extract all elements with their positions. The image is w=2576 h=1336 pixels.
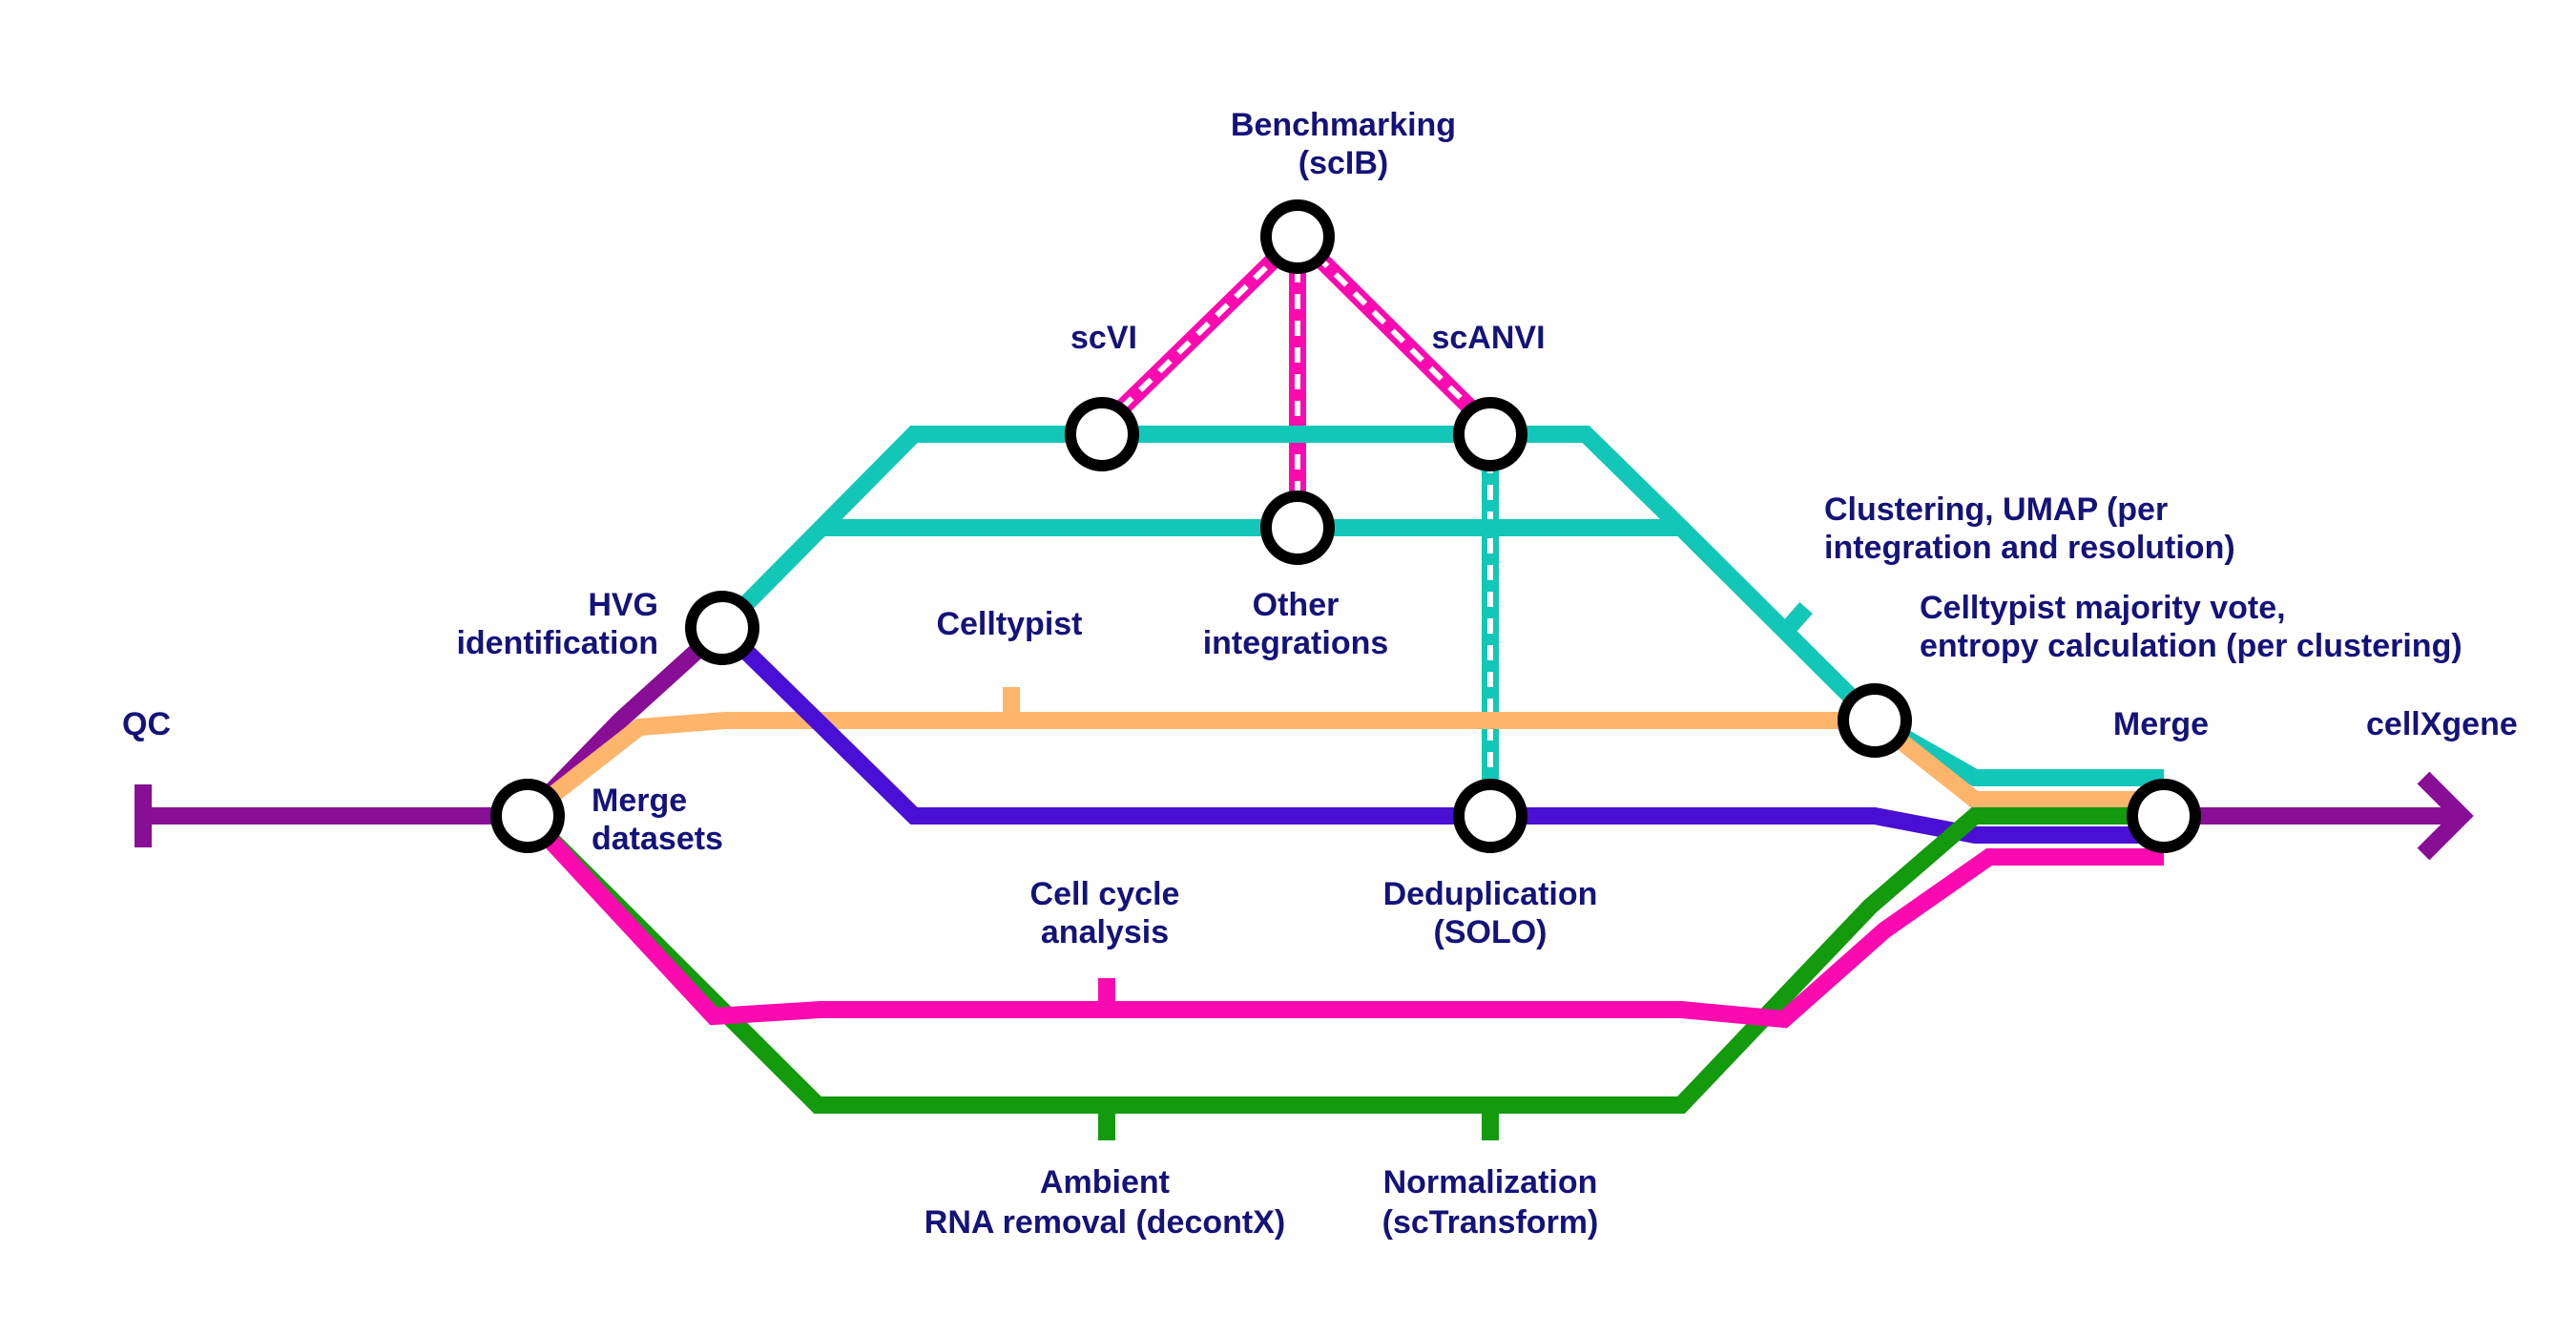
station-merge-datasets[interactable] — [490, 779, 565, 853]
label-celltypist-vote-2: entropy calculation (per clustering) — [1920, 628, 2462, 664]
label-merge-datasets-2: datasets — [592, 821, 723, 857]
station-celltypist-vote[interactable] — [1838, 683, 1912, 758]
label-hvg-1: HVG — [588, 587, 658, 623]
label-deduplication-1: Deduplication — [1383, 876, 1598, 912]
dashed-connectors — [1095, 230, 1499, 819]
label-normalization-1: Normalization — [1383, 1164, 1598, 1200]
line-green-ambient-normalization — [521, 807, 2164, 1114]
label-ambient-2: RNA removal (decontX) — [924, 1204, 1285, 1241]
labels: QC cellXgene Merge datasets HVG identifi… — [122, 107, 2518, 1241]
label-qc: QC — [122, 706, 171, 742]
clustering-tick — [1778, 602, 1813, 637]
scvi-benchmark-connector — [1095, 230, 1304, 434]
label-other-integrations-2: integrations — [1203, 625, 1389, 661]
label-celltypist: Celltypist — [936, 606, 1082, 642]
label-benchmarking-2: (scIB) — [1298, 145, 1388, 181]
line-pink-cellcycle — [521, 809, 2164, 1029]
label-ambient-1: Ambient — [1040, 1164, 1170, 1200]
label-cell-cycle-1: Cell cycle — [1030, 876, 1180, 912]
label-celltypist-vote-1: Celltypist majority vote, — [1920, 590, 2286, 626]
label-hvg-2: identification — [456, 625, 658, 661]
label-clustering-1: Clustering, UMAP (per — [1824, 491, 2168, 528]
line-indigo-dedup — [716, 621, 2164, 844]
station-merge[interactable] — [2127, 779, 2201, 853]
station-other-integrations[interactable] — [1260, 491, 1335, 565]
label-cellxgene: cellXgene — [2366, 706, 2518, 742]
station-scvi[interactable] — [1065, 397, 1139, 471]
label-cell-cycle-2: analysis — [1041, 914, 1169, 950]
station-hvg-identification[interactable] — [685, 591, 759, 665]
station-deduplication[interactable] — [1453, 779, 1527, 853]
label-scvi: scVI — [1070, 320, 1137, 356]
metro-lines — [135, 426, 2474, 1140]
label-benchmarking-1: Benchmarking — [1231, 107, 1456, 143]
label-scanvi: scANVI — [1431, 320, 1545, 356]
scanvi-benchmark-connector — [1291, 230, 1497, 434]
cellxgene-arrowhead — [2417, 771, 2474, 861]
label-clustering-2: integration and resolution) — [1824, 530, 2235, 566]
station-scanvi[interactable] — [1453, 397, 1527, 471]
label-deduplication-2: (SOLO) — [1434, 914, 1548, 950]
label-normalization-2: (scTransform) — [1382, 1204, 1599, 1241]
label-merge: Merge — [2113, 706, 2209, 742]
stations — [490, 199, 2201, 853]
station-benchmarking[interactable] — [1260, 199, 1335, 274]
line-orange-celltypist — [524, 712, 2164, 821]
label-merge-datasets-1: Merge — [592, 783, 687, 819]
label-other-integrations-1: Other — [1253, 587, 1340, 623]
